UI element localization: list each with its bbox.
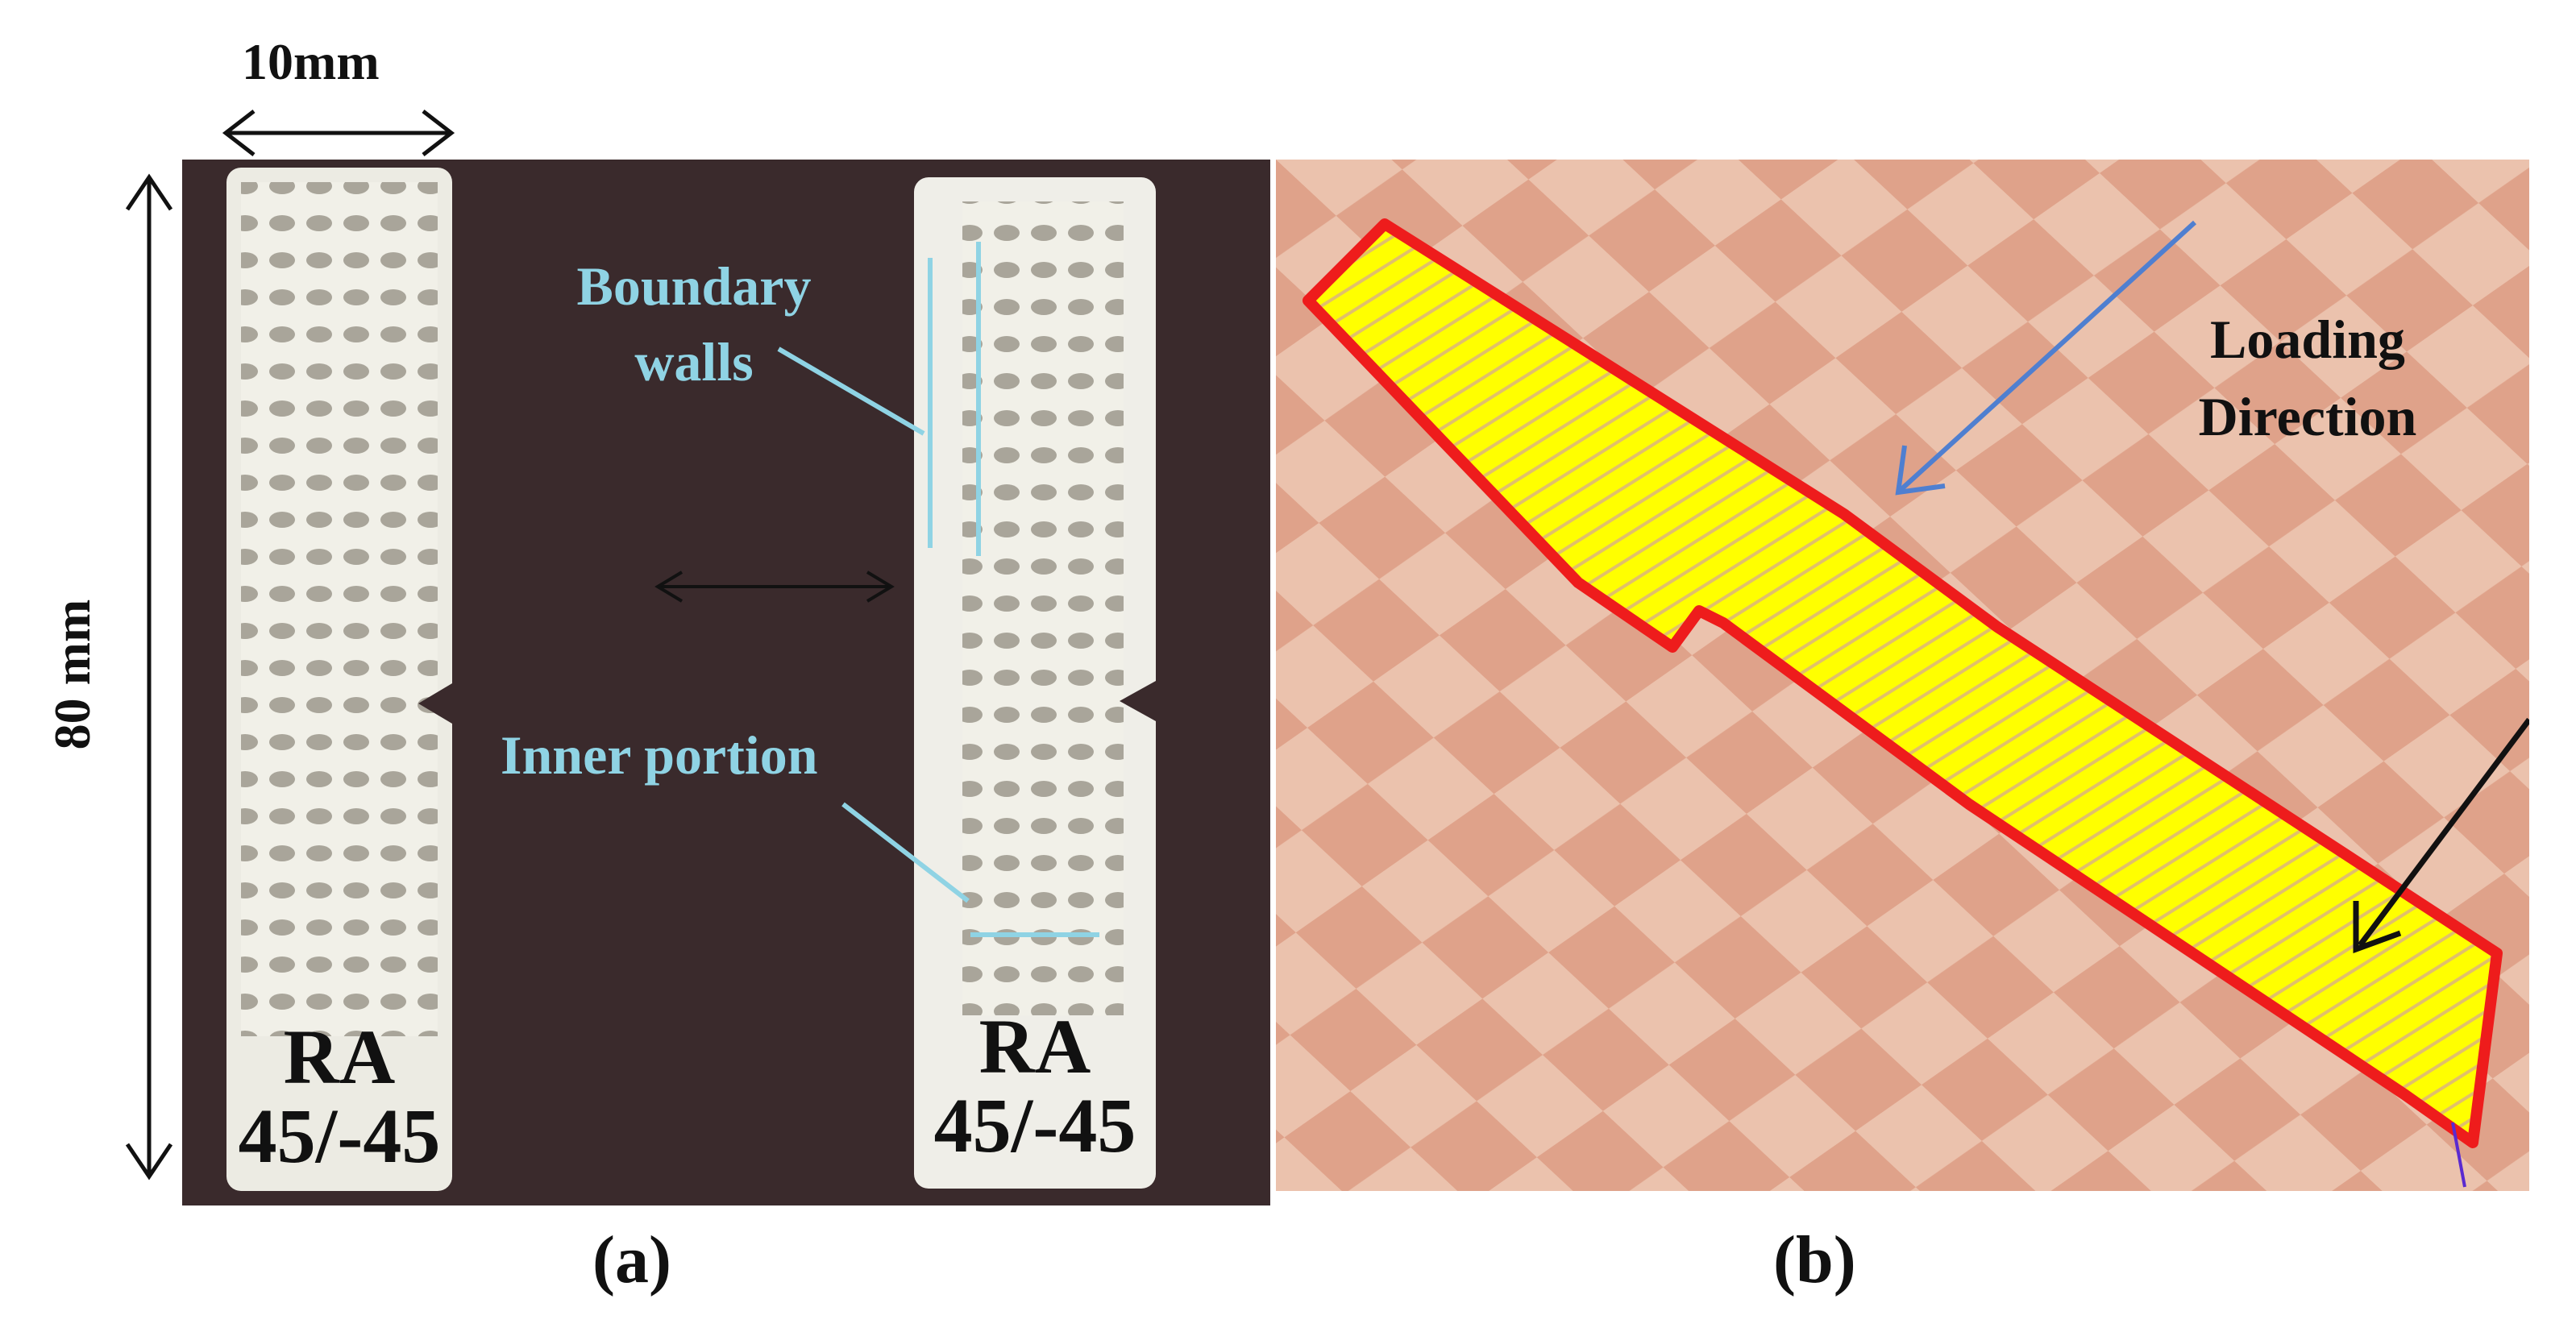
caption-a: (a) xyxy=(592,1222,671,1297)
specimen-right-line1: RA xyxy=(978,1003,1091,1089)
height-dimension-label: 80 mm xyxy=(44,599,101,750)
loading-arrow-blue xyxy=(1895,220,2197,496)
specimen-left-line1: RA xyxy=(283,1014,396,1100)
loading-label-line1: Loading xyxy=(2210,309,2405,370)
specimen-right-label: RA 45/-45 xyxy=(914,1007,1156,1165)
specimen-toolpath-outline xyxy=(1303,218,2503,1148)
specimen-left-label: RA 45/-45 xyxy=(226,1018,452,1176)
specimen-right-line2: 45/-45 xyxy=(933,1082,1136,1168)
specimen-left-line2: 45/-45 xyxy=(238,1093,441,1179)
inner-portion-label: Inner portion xyxy=(501,724,818,786)
loading-direction-label: Loading Direction xyxy=(2154,301,2461,455)
width-dimension-arrow xyxy=(222,110,455,156)
specimen-right: RA 45/-45 xyxy=(914,177,1156,1189)
toolpath-render: Loading Direction xyxy=(1276,160,2529,1191)
specimen-photo: RA 45/-45 RA 45/-45 Boundary walls Inner… xyxy=(182,160,1270,1205)
boundary-label-line2: walls xyxy=(634,331,754,392)
specimen-left: RA 45/-45 xyxy=(226,168,452,1191)
annotation-leaders xyxy=(654,346,970,903)
toolpath-svg xyxy=(1276,160,2529,1191)
height-dimension-arrow xyxy=(125,173,173,1181)
loading-arrow-black xyxy=(2353,717,2529,953)
width-dimension-label: 10mm xyxy=(242,33,380,90)
caption-b: (b) xyxy=(1773,1222,1856,1297)
boundary-label-line1: Boundary xyxy=(576,255,812,317)
boundary-walls-label: Boundary walls xyxy=(545,248,843,400)
loading-label-line2: Direction xyxy=(2198,386,2417,447)
